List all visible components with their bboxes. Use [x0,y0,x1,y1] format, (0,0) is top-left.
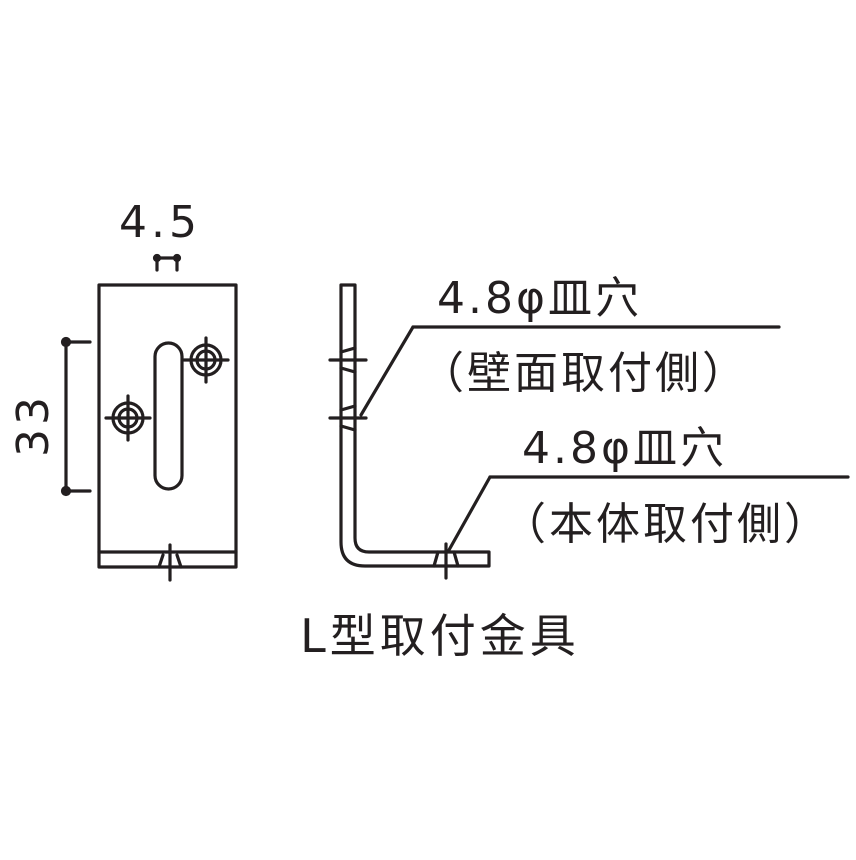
wall-hole-note: （壁面取付側） [420,348,749,399]
leader-body-hole [447,475,850,552]
height-dimension-label: 33 [8,393,59,457]
body-hole-mark [432,542,460,580]
drawing-caption: L型取付金具 [300,609,580,663]
plate-outline [97,283,238,569]
wall-hole-spec: 4.8φ皿穴 [437,273,642,324]
front-view [97,283,238,582]
body-hole-spec: 4.8φ皿穴 [522,423,727,474]
width-dimension-marks [152,253,182,272]
leader-wall-holes [359,325,781,417]
countersunk-hole-upper [182,336,230,384]
height-dimension-marks [60,336,92,497]
width-dimension-label: 4.5 [119,197,201,248]
countersunk-hole-lower [104,394,152,442]
flange-hole-mark-front [157,543,183,582]
body-hole-note: （本体取付側） [502,499,831,550]
side-view [328,283,491,580]
wall-hole-mark-2 [328,404,368,432]
wall-hole-mark-1 [328,346,368,374]
adjustment-slot [153,341,184,491]
l-bracket-profile [339,283,491,568]
